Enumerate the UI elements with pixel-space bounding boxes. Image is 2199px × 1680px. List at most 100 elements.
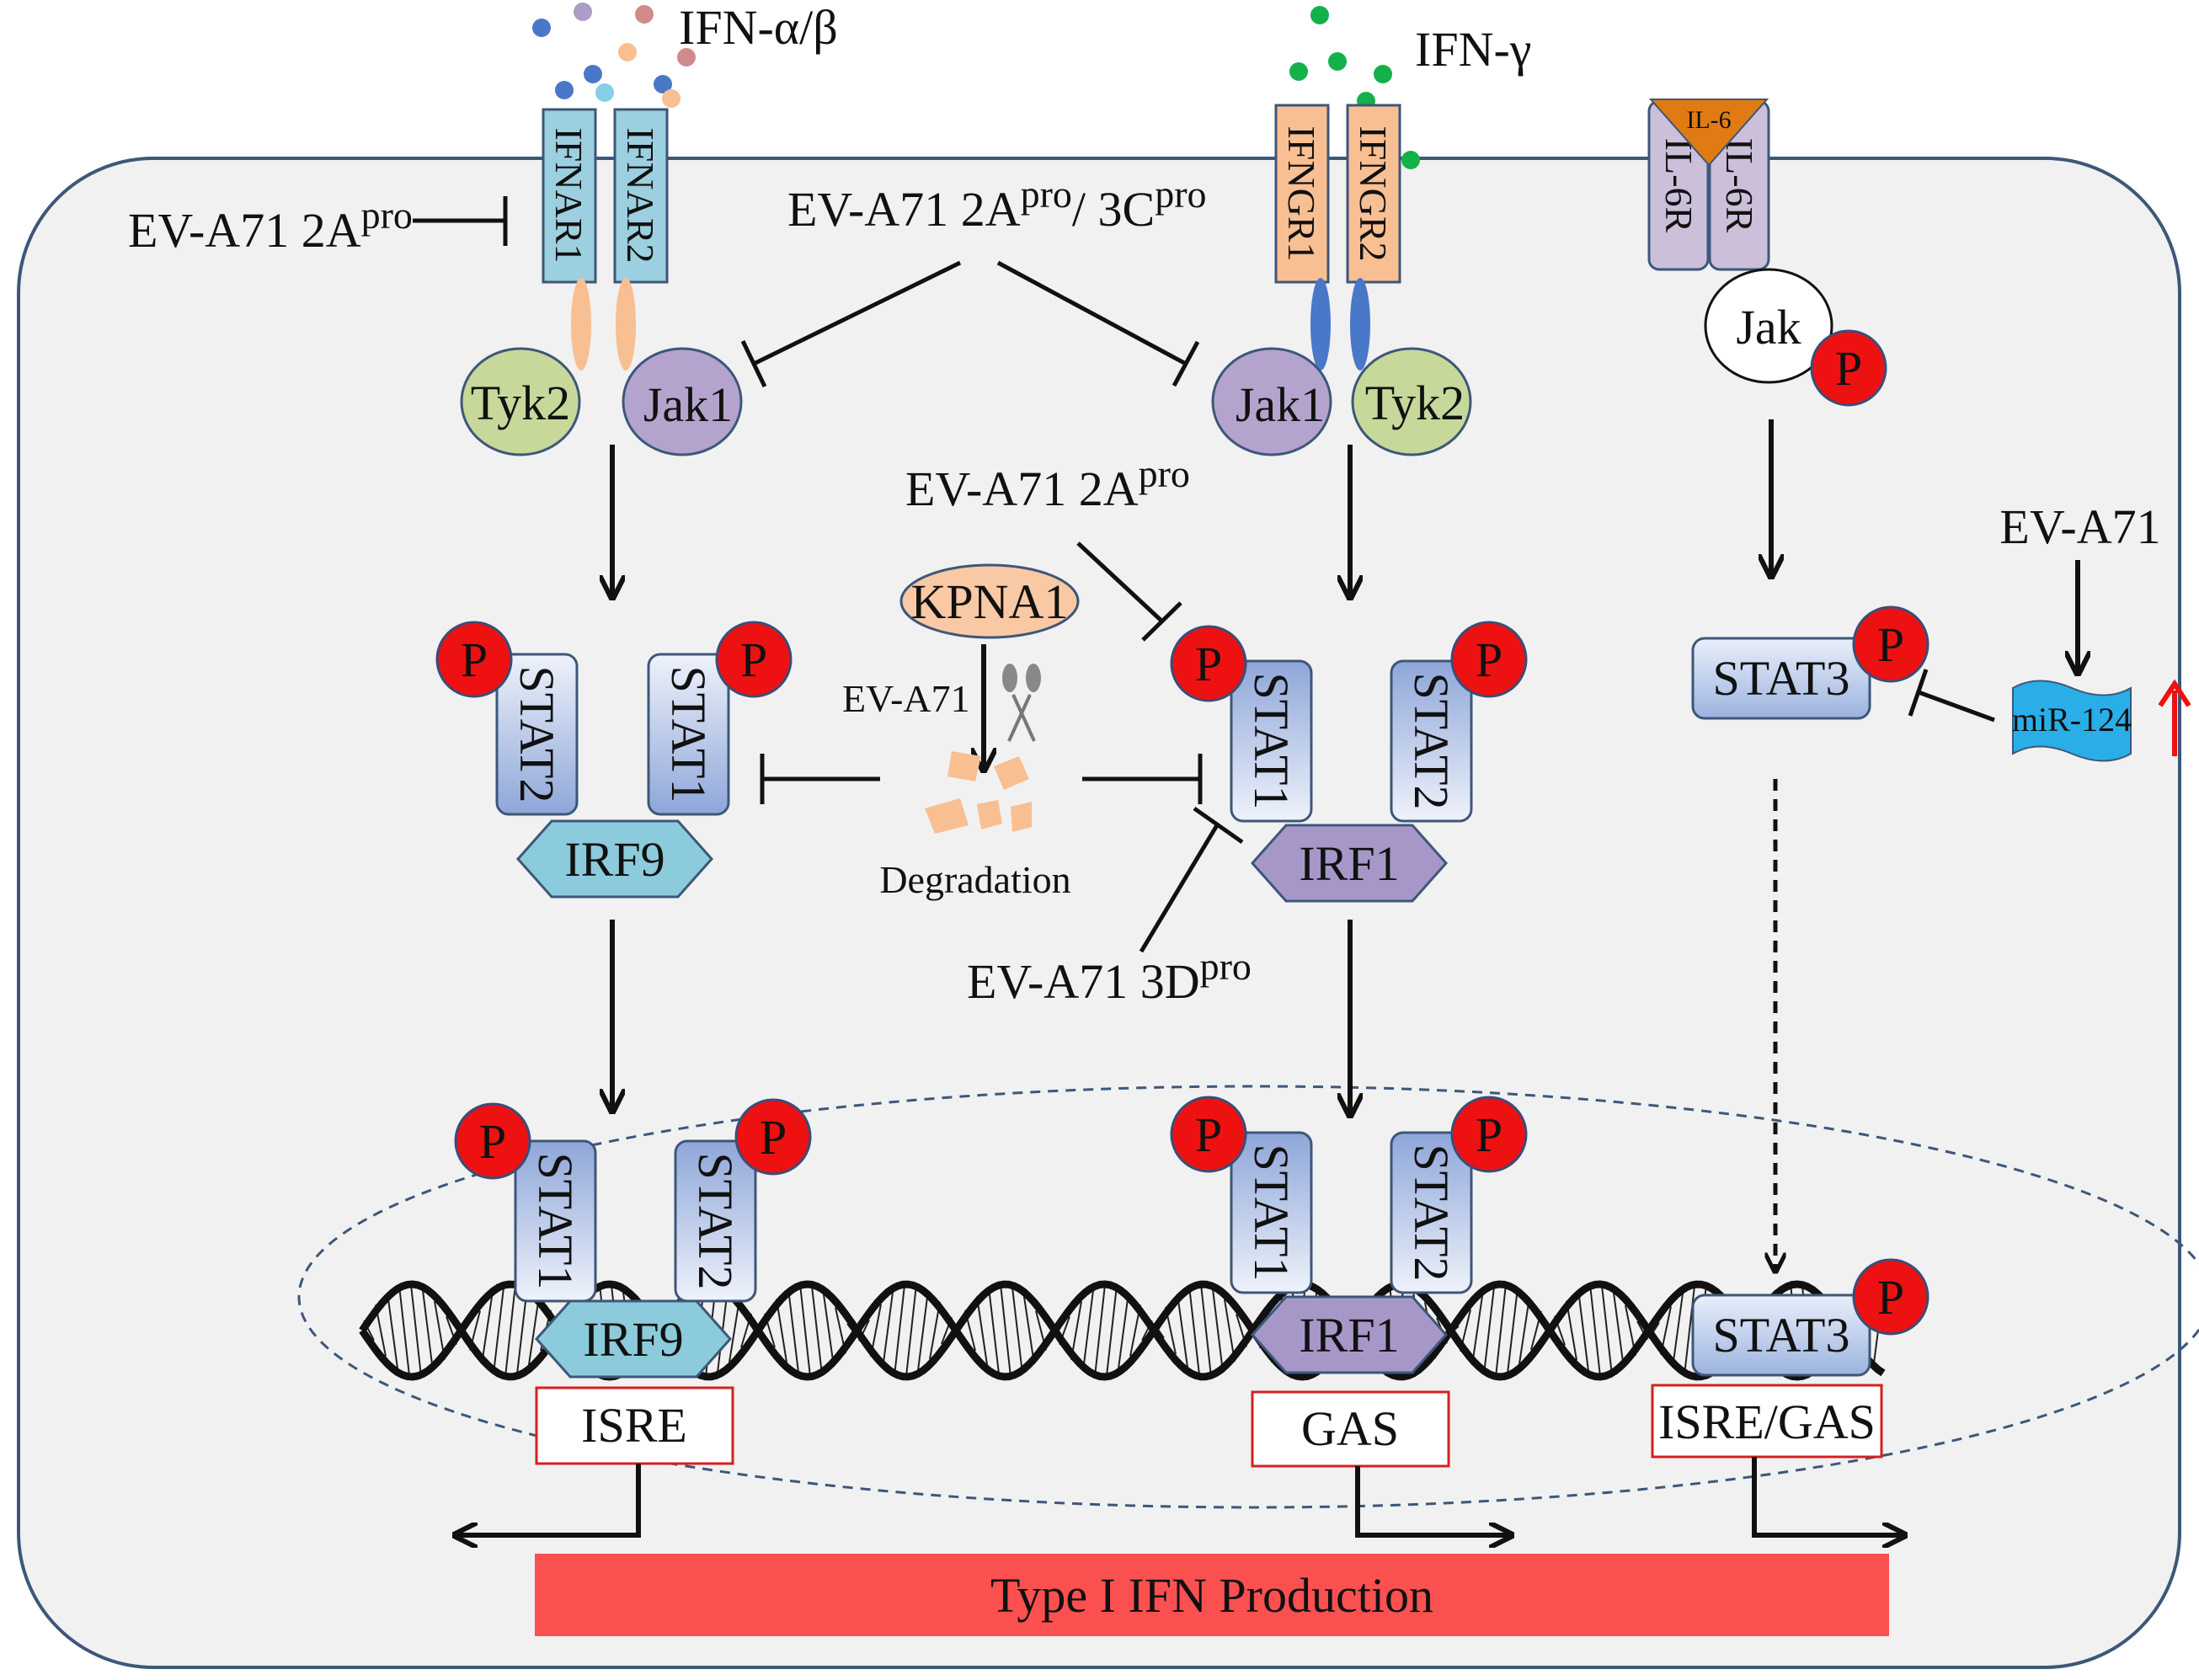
svg-text:IL-6R: IL-6R [1718,138,1761,233]
ifnar2-receptor: IFNAR2 [613,108,669,371]
dna-rung [1577,1289,1589,1372]
svg-text:P: P [461,632,488,687]
dna-rung [823,1293,835,1368]
dna-rung [1106,1285,1118,1376]
phospho-stat3-nuc: P [1852,1258,1929,1336]
dna-rung [1094,1284,1106,1377]
stat2-nuc-left: STAT2 [674,1139,757,1303]
inhibit-irf1-bar [1193,806,1244,845]
phospho-stat1-nuc-left: P [454,1102,531,1180]
svg-text:STAT3: STAT3 [1713,651,1850,706]
dna-rung [1200,1284,1212,1377]
svg-text:P: P [1195,637,1222,691]
transcription-arrow-isre-gas [1752,1457,1905,1535]
svg-text:ISRE: ISRE [581,1398,687,1453]
jak1-left: Jak1 [622,347,743,456]
svg-text:P: P [1877,1270,1904,1325]
phospho-stat1-cyto-left: P [715,621,793,698]
irf9-nuc: IRF9 [534,1299,733,1379]
svg-text:Jak1: Jak1 [643,377,733,432]
svg-text:STAT3: STAT3 [1713,1308,1850,1363]
dna-rung [422,1290,434,1371]
jak-kinase-il6: Jak [1704,268,1833,384]
dna-rung [387,1292,398,1369]
stat3-cyto: STAT3 [1691,637,1871,720]
ev-a71-2a-3c-label: EV-A71 2Apro/ 3Cpro [787,173,1207,237]
svg-text:IFNAR2: IFNAR2 [619,127,662,263]
dna-rung [988,1287,1000,1374]
svg-text:STAT2: STAT2 [1404,673,1459,810]
dna-rung [1613,1293,1625,1368]
dna-rung [504,1283,516,1378]
svg-text:P: P [1476,632,1502,687]
svg-text:ISRE/GAS: ISRE/GAS [1658,1395,1876,1449]
svg-text:EV-A71 2Apro: EV-A71 2Apro [905,452,1190,516]
dna-rung [729,1299,740,1363]
svg-text:IFNAR1: IFNAR1 [547,127,590,263]
irf1-nuc: IRF1 [1250,1295,1449,1374]
svg-text:Jak: Jak [1736,300,1801,355]
stat2-cyto-left: STAT2 [495,653,579,816]
dna-rung [1589,1284,1601,1377]
dna-rung [1518,1297,1530,1364]
dna-rung [1483,1287,1495,1374]
svg-text:KPNA1: KPNA1 [911,574,1069,629]
phospho-stat2-cyto-left: P [435,621,513,698]
dna-rung [882,1292,894,1369]
phospho-stat2-nuc-right: P [1450,1096,1528,1173]
ifn-ab-label: IFN-α/β [679,0,838,55]
stat2-nuc-right: STAT2 [1390,1131,1473,1294]
svg-text:P: P [1476,1107,1502,1162]
svg-text:Tyk2: Tyk2 [1365,376,1465,430]
degradation-fragments [925,751,1032,834]
svg-text:STAT1: STAT1 [1244,673,1299,810]
svg-text:IRF9: IRF9 [564,832,665,887]
transcription-arrow-gas [1355,1466,1512,1535]
dna-rung [1212,1288,1224,1373]
dna-rung [1224,1299,1236,1363]
dna-rung [1000,1283,1011,1378]
stat2-cyto-right: STAT2 [1390,659,1473,823]
dna-rung [894,1285,905,1376]
svg-text:STAT2: STAT2 [1404,1144,1459,1282]
inhibit-stat3-line [1918,690,1995,723]
dna-rung [811,1286,823,1375]
dna-rung [776,1299,787,1363]
svg-text:P: P [1835,341,1862,396]
dna-rung [1118,1292,1129,1369]
inhibit-jak1-right-bar [1172,340,1200,387]
svg-text:IFNGR1: IFNGR1 [1280,125,1323,261]
dna-rung [905,1284,917,1377]
svg-text:EV-A71 3Dpro: EV-A71 3Dpro [967,945,1252,1009]
ifn-ab-ligands [532,3,696,108]
ev-a71-3d-label: EV-A71 3Dpro [967,945,1252,1009]
svg-text:IFNGR2: IFNGR2 [1352,125,1395,261]
dna-rung [917,1290,929,1371]
dna-rung [398,1285,410,1376]
ev-a71-2a-label-top-left: EV-A71 2Apro [128,194,413,258]
kpna1: KPNA1 [899,563,1080,639]
stat3-nuc: STAT3 [1691,1293,1871,1377]
stat1-nuc-right: STAT1 [1230,1131,1313,1294]
gas-box: GAS [1251,1390,1450,1468]
ev-a71-label-right: EV-A71 [1999,499,2160,554]
dna-rung [1188,1286,1200,1375]
dna-rung [1082,1290,1094,1371]
svg-text:STAT2: STAT2 [510,666,564,803]
irf9-cyto: IRF9 [515,819,714,899]
ifngr1-receptor: IFNGR1 [1274,104,1331,371]
svg-text:IRF1: IRF1 [1299,836,1399,891]
ifngr2-receptor: IFNGR2 [1346,104,1401,371]
dna-rung [787,1288,799,1373]
inhibit-stat1-right-line [1076,541,1164,623]
il6-ligand: IL-6 [1648,99,1769,167]
ev-a71-label-kpna1: EV-A71 [842,677,970,720]
inhibit-jak1-left-line [752,260,962,366]
stat1-nuc-left: STAT1 [514,1139,597,1303]
svg-text:STAT1: STAT1 [1244,1144,1299,1282]
irf1-cyto: IRF1 [1250,824,1449,903]
stat1-cyto-left: STAT1 [647,653,730,816]
isre-box: ISRE [535,1386,734,1465]
ev-a71-2a-label-middle: EV-A71 2Apro [905,452,1190,516]
svg-text:IRF9: IRF9 [583,1312,683,1367]
